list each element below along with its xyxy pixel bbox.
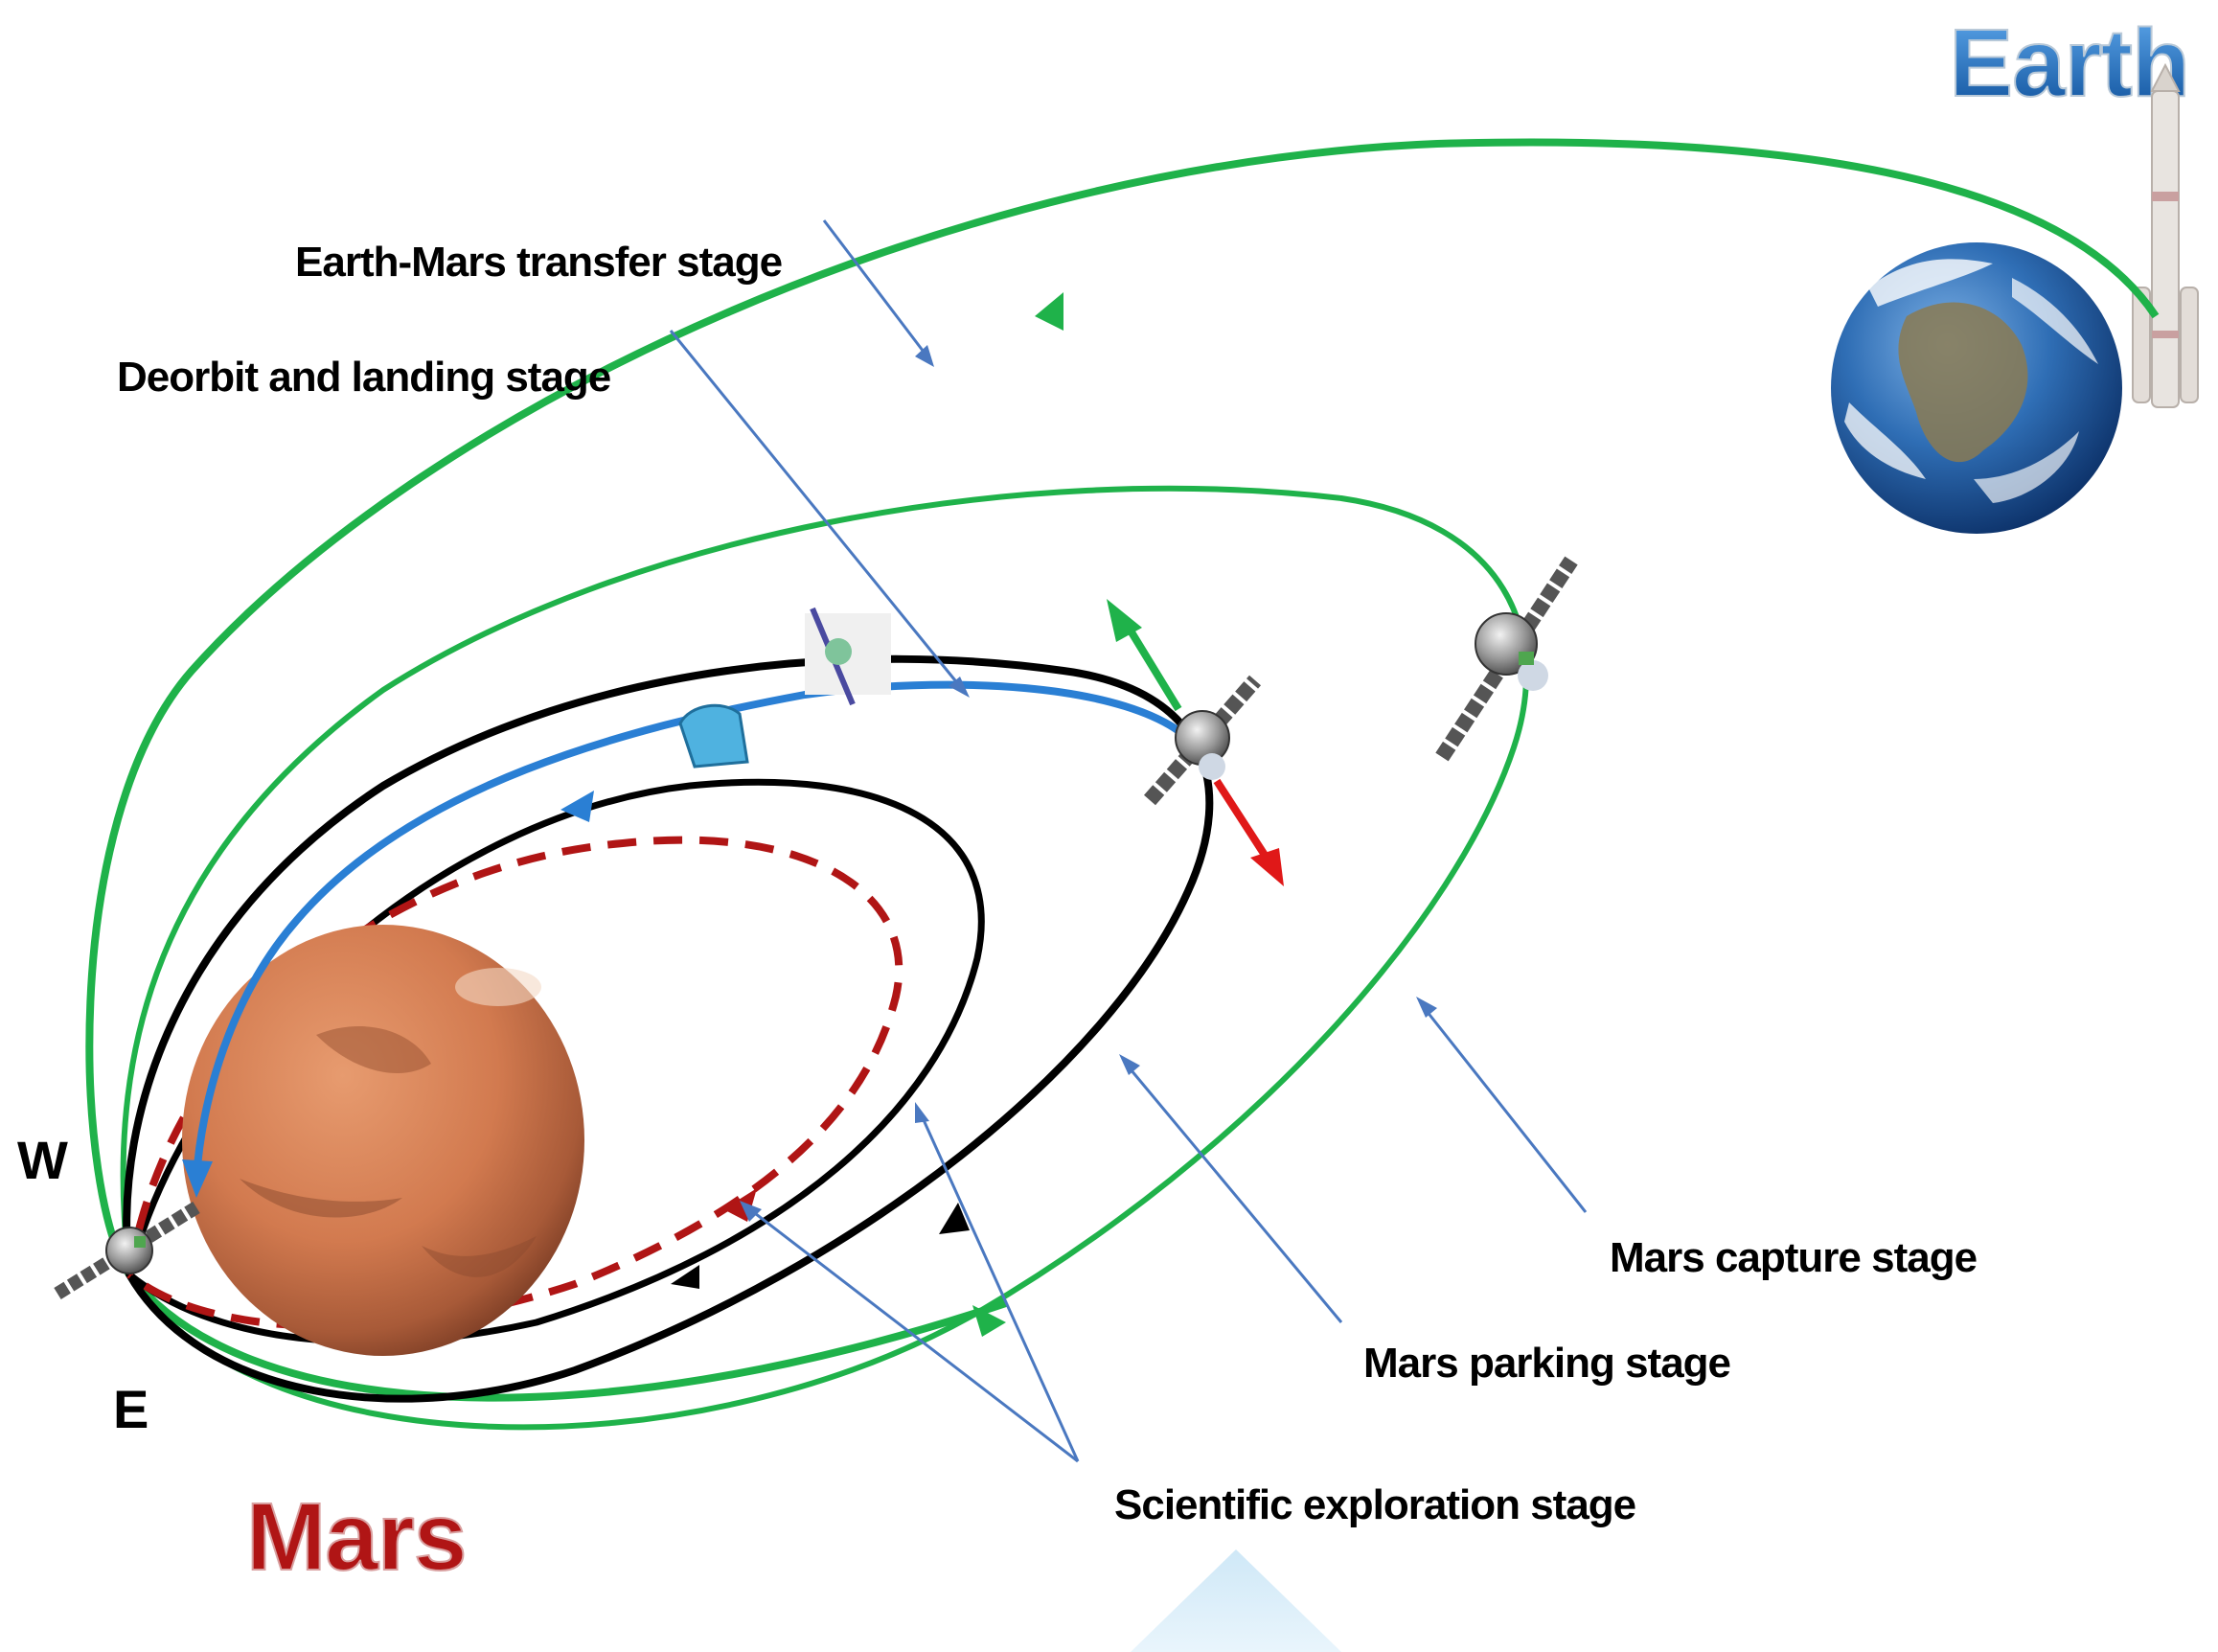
label-transfer-stage: Earth-Mars transfer stage xyxy=(295,239,782,286)
label-capture-stage: Mars capture stage xyxy=(1610,1234,1977,1281)
pointer-arrowhead-science-a xyxy=(915,1102,929,1123)
transfer-arrow-head xyxy=(1035,292,1063,331)
velocity-arrow-red xyxy=(1213,778,1273,865)
landing-mid-arrow-head xyxy=(560,791,594,822)
mars-planet-icon xyxy=(182,925,584,1356)
earth-globe-icon xyxy=(1831,242,2122,534)
label-scientific-stage: Scientific exploration stage xyxy=(1114,1481,1635,1528)
capture-arrow-head xyxy=(972,1305,1006,1337)
earth-title: Earth xyxy=(1949,10,2189,117)
light-beam-shape xyxy=(1131,1549,1341,1652)
landing-arrow-head xyxy=(182,1159,213,1198)
pointer-arrowhead-science-b xyxy=(740,1201,762,1222)
pointer-arrowhead-capture xyxy=(1416,997,1437,1018)
inner-arrow-head xyxy=(671,1265,699,1289)
label-parking-stage: Mars parking stage xyxy=(1363,1340,1730,1387)
velocity-arrowhead-green xyxy=(1107,599,1142,642)
mars-title: Mars xyxy=(246,1483,466,1591)
spacecraft-capture-icon xyxy=(1435,556,1578,762)
pointer-arrowhead-transfer xyxy=(915,345,934,367)
rocket-icon xyxy=(2132,62,2199,408)
velocity-arrowhead-red xyxy=(1250,848,1284,886)
landing-path xyxy=(193,680,1196,1180)
velocity-arrow-green xyxy=(1122,620,1182,712)
lander-capsule-icon xyxy=(678,703,749,769)
label-deorbit-stage: Deorbit and landing stage xyxy=(117,354,610,401)
direction-west: W xyxy=(17,1130,68,1190)
parking-arrow-head xyxy=(939,1203,970,1234)
spacecraft-periapsis-icon xyxy=(54,1202,200,1299)
pointer-lines xyxy=(669,219,1588,1463)
orbiter-top-icon xyxy=(805,607,891,706)
spacecraft-parking-icon xyxy=(1143,675,1262,806)
direction-east: E xyxy=(113,1379,149,1439)
pointer-arrowhead-deorbit xyxy=(949,677,970,698)
capture-orbit xyxy=(120,485,1529,1431)
transfer-orbit xyxy=(85,138,2160,1402)
pointer-arrowhead-parking xyxy=(1119,1054,1140,1075)
